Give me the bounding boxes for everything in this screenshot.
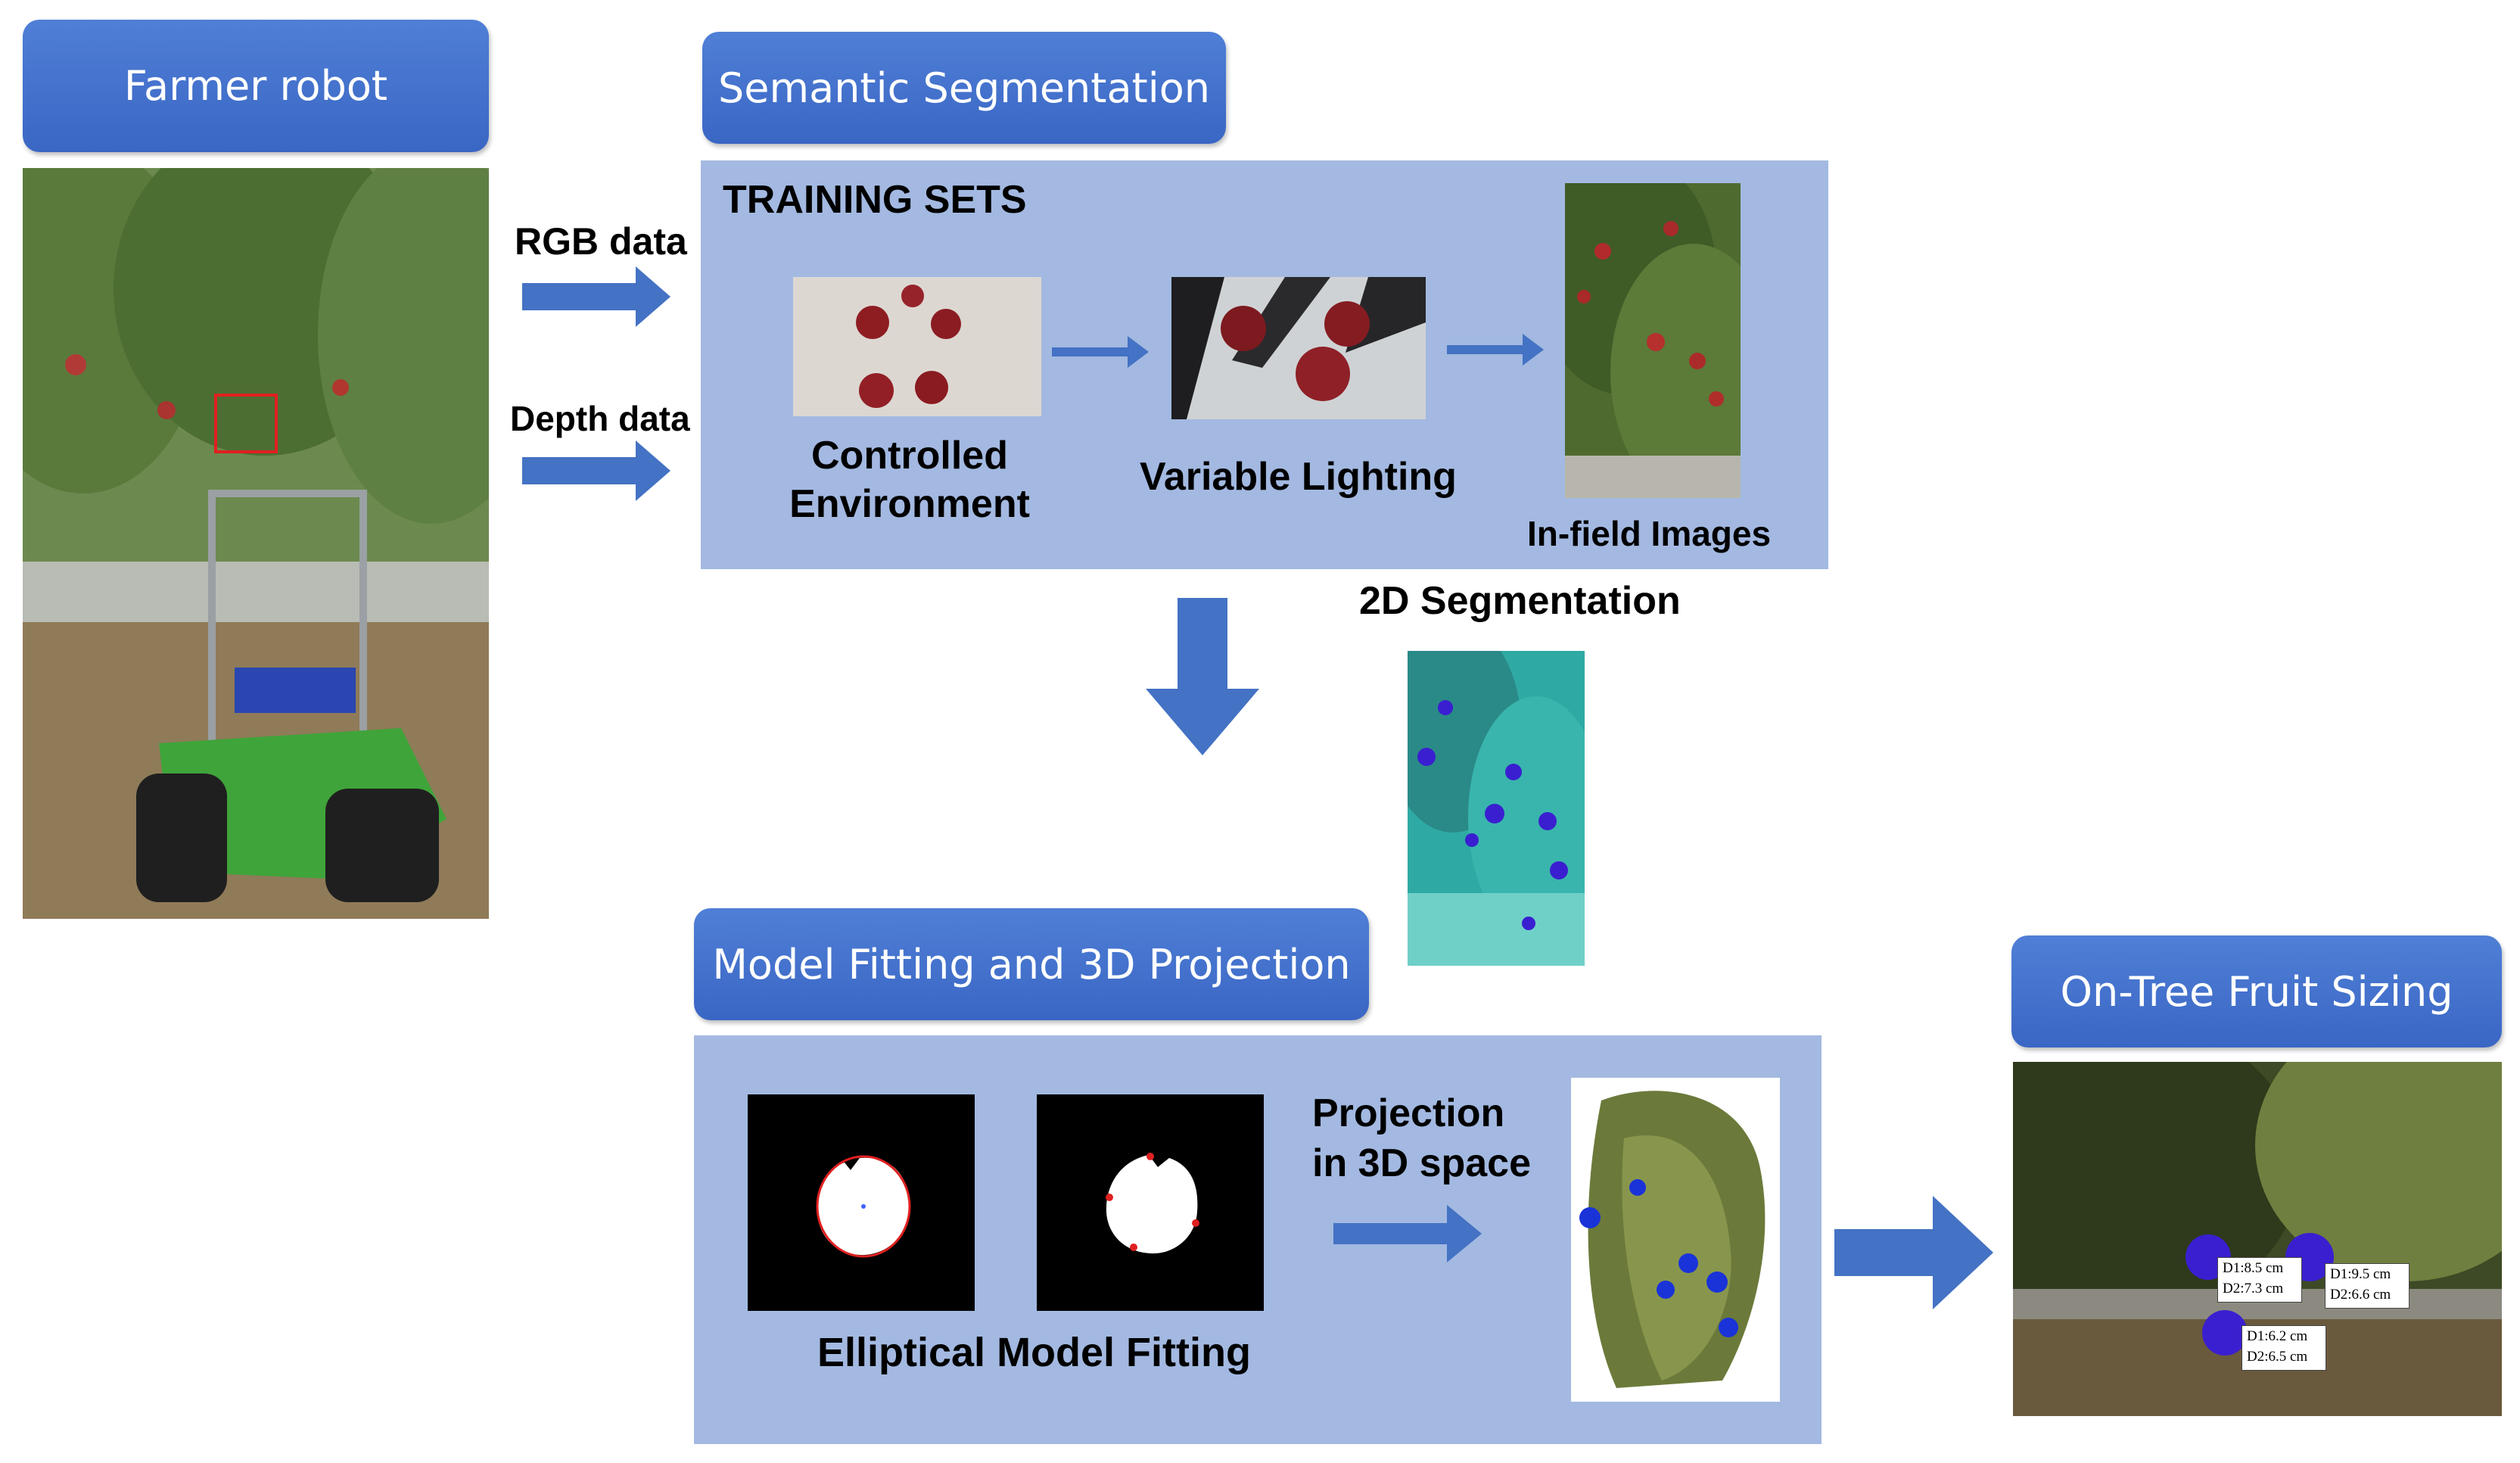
model-fitting-title: Model Fitting and 3D Projection [694,908,1369,1020]
arrow-to-variable-lighting [1052,336,1149,368]
rgb-arrow [522,266,670,327]
fruit-size-label-2: D1:9.5 cm D2:6.6 cm [2325,1263,2410,1309]
arrow-to-infield [1447,334,1544,366]
3d-projection-image [1571,1078,1780,1402]
ellipse-fit-image-2 [1037,1094,1264,1311]
rgb-data-label: RGB data [515,220,687,263]
projection-3d-label: Projection in 3D space [1312,1088,1531,1188]
fruit-sizing-title-text: On-Tree Fruit Sizing [2060,967,2453,1016]
arrow-to-3d-projection [1333,1205,1482,1262]
projection-label-line2: in 3D space [1312,1141,1532,1185]
fruit-size-label-1: D1:8.5 cm D2:7.3 cm [2217,1257,2302,1303]
variable-lighting-label: Variable Lighting [1140,455,1457,499]
in-field-images-label: In-field Images [1527,514,1772,553]
ellipse-fit-image-1 [748,1094,975,1311]
controlled-environment-image [793,277,1041,416]
in-field-image [1565,183,1741,498]
controlled-label-line2: Environment [789,482,1030,526]
down-arrow [1146,598,1259,755]
variable-lighting-image [1171,277,1426,419]
fruit-2-d1: D1:9.5 cm [2330,1266,2391,1282]
projection-label-line1: Projection [1312,1091,1505,1135]
fruit-2-d2: D2:6.6 cm [2330,1287,2391,1303]
depth-data-label: Depth data [510,399,690,438]
arrow-to-fruit-sizing [1834,1196,1993,1309]
fruit-sizing-image: D1:8.5 cm D2:7.3 cm D1:9.5 cm D2:6.6 cm … [2013,1062,2502,1416]
farmer-robot-title-text: Farmer robot [123,62,388,110]
controlled-environment-label: Controlled Environment [766,431,1053,528]
2d-segmentation-image [1408,651,1585,966]
semantic-segmentation-title: Semantic Segmentation [702,32,1226,144]
fruit-3-d2: D2:6.5 cm [2247,1349,2308,1365]
fruit-1-d2: D2:7.3 cm [2223,1281,2284,1296]
fruit-sizing-title: On-Tree Fruit Sizing [2011,935,2502,1047]
fruit-3-d1: D1:6.2 cm [2247,1328,2308,1344]
controlled-label-line1: Controlled [811,434,1008,478]
fruit-1-d1: D1:8.5 cm [2223,1260,2284,1276]
training-sets-heading: TRAINING SETS [723,178,1027,222]
semantic-segmentation-title-text: Semantic Segmentation [718,64,1210,112]
farmer-robot-title: Farmer robot [23,20,489,152]
farmer-robot-photo [23,168,489,919]
fruit-size-label-3: D1:6.2 cm D2:6.5 cm [2242,1325,2326,1371]
2d-segmentation-label: 2D Segmentation [1359,579,1681,623]
model-fitting-title-text: Model Fitting and 3D Projection [712,940,1351,988]
elliptical-model-fitting-label: Elliptical Model Fitting [817,1330,1251,1375]
depth-arrow [522,440,670,501]
